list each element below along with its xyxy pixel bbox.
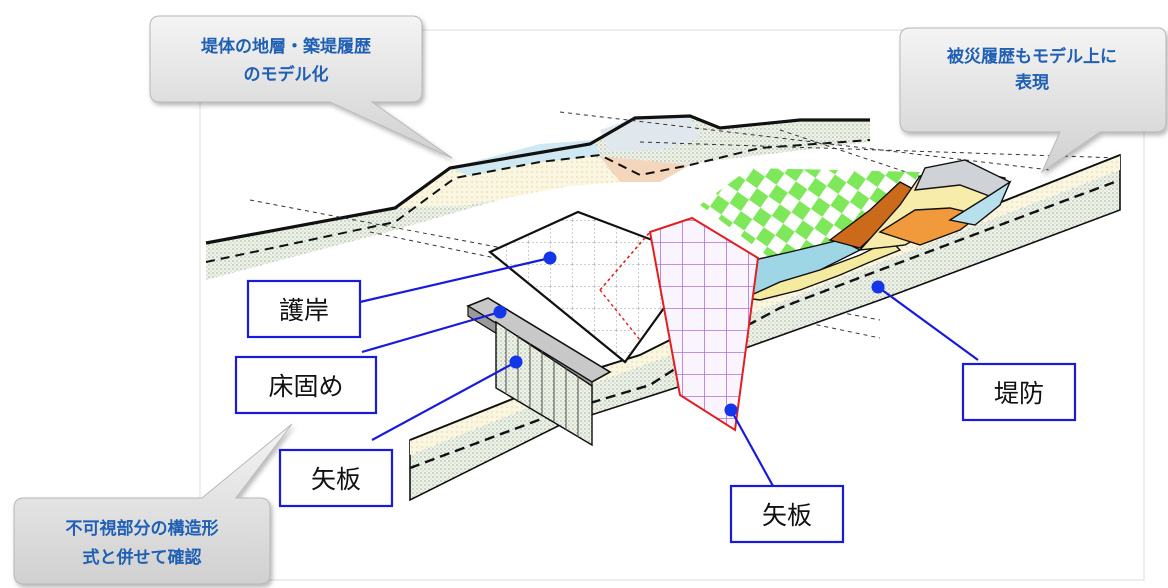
marker-bed-protection	[493, 305, 507, 319]
callout-top-left-line1: 堤体の地層・築堤履歴	[201, 36, 371, 57]
marker-sheet-pile-right	[724, 403, 738, 417]
markers	[493, 251, 885, 417]
label-sheet-pile-left: 矢板	[278, 448, 394, 508]
sheet-pile-left-body	[495, 320, 593, 447]
label-sheet-pile-left-text: 矢板	[311, 465, 361, 494]
callout-bottom-left-line1: 不可視部分の構造形	[66, 518, 219, 539]
label-sheet-pile-bottom-text: 矢板	[762, 501, 812, 530]
callout-top-right	[899, 27, 1167, 174]
label-bed-protection: 床固め	[234, 355, 378, 415]
marker-levee	[871, 280, 885, 294]
callout-top-right-line2: 表現	[1015, 72, 1049, 93]
marker-revetment	[543, 251, 557, 265]
label-revetment: 護岸	[246, 279, 362, 339]
label-revetment-text: 護岸	[279, 296, 329, 325]
callout-bottom-left-line2: 式と併せて確認	[83, 547, 202, 568]
callout-bottom-left	[13, 423, 293, 585]
back-levee-section	[205, 114, 871, 280]
label-sheet-pile-bottom: 矢板	[729, 484, 845, 544]
leader-lines	[359, 256, 979, 487]
marker-sheet-pile-left	[509, 355, 523, 369]
sheet-pile-right-body	[599, 216, 760, 432]
damage-history-layers	[726, 159, 1012, 301]
label-levee: 堤防	[961, 362, 1077, 422]
callout-top-left-line2: のモデル化	[244, 64, 329, 85]
label-levee-text: 堤防	[994, 379, 1044, 408]
label-bed-protection-text: 床固め	[268, 372, 343, 401]
callout-top-right-line1: 被災履歴もモデル上に	[947, 46, 1117, 67]
callout-top-left	[149, 15, 453, 159]
